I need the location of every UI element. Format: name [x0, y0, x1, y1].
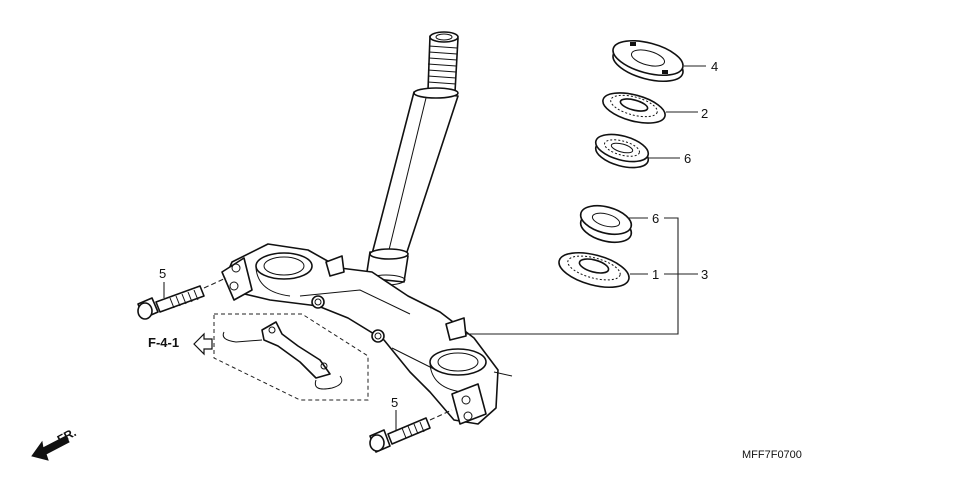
part-lower-dust-seal [558, 251, 630, 289]
callout-3: 3 [701, 267, 708, 282]
reference-arrow-icon [193, 332, 213, 356]
front-direction-marker: FR. [31, 425, 78, 461]
reference-label: F-4-1 [148, 335, 179, 350]
front-arrow-icon [31, 435, 70, 461]
part-dust-seal [602, 92, 666, 124]
bolt-axis-upper [203, 277, 227, 289]
leader-lines [163, 65, 706, 430]
bolt-axis-lower [429, 409, 453, 421]
callout-6-lower: 6 [652, 211, 659, 226]
callout-1: 1 [652, 267, 659, 282]
clip-assembly-box [213, 313, 369, 401]
drawing-code: MFF7F0700 [742, 449, 802, 461]
part-upper-bearing [594, 133, 650, 169]
lower-bracket [221, 243, 513, 425]
callout-4: 4 [711, 59, 718, 74]
steering-stem-shaft [365, 31, 459, 286]
callout-6-upper: 6 [684, 151, 691, 166]
bolt-lower [369, 417, 431, 453]
bolt-upper [137, 285, 205, 320]
part-adjust-nut [612, 39, 684, 83]
reference-f-4-1: F-4-1 [148, 332, 213, 356]
callout-2: 2 [701, 106, 708, 121]
callout-5-upper: 5 [159, 266, 166, 281]
part-lower-bearing [579, 204, 633, 244]
callout-5-lower: 5 [391, 395, 398, 410]
